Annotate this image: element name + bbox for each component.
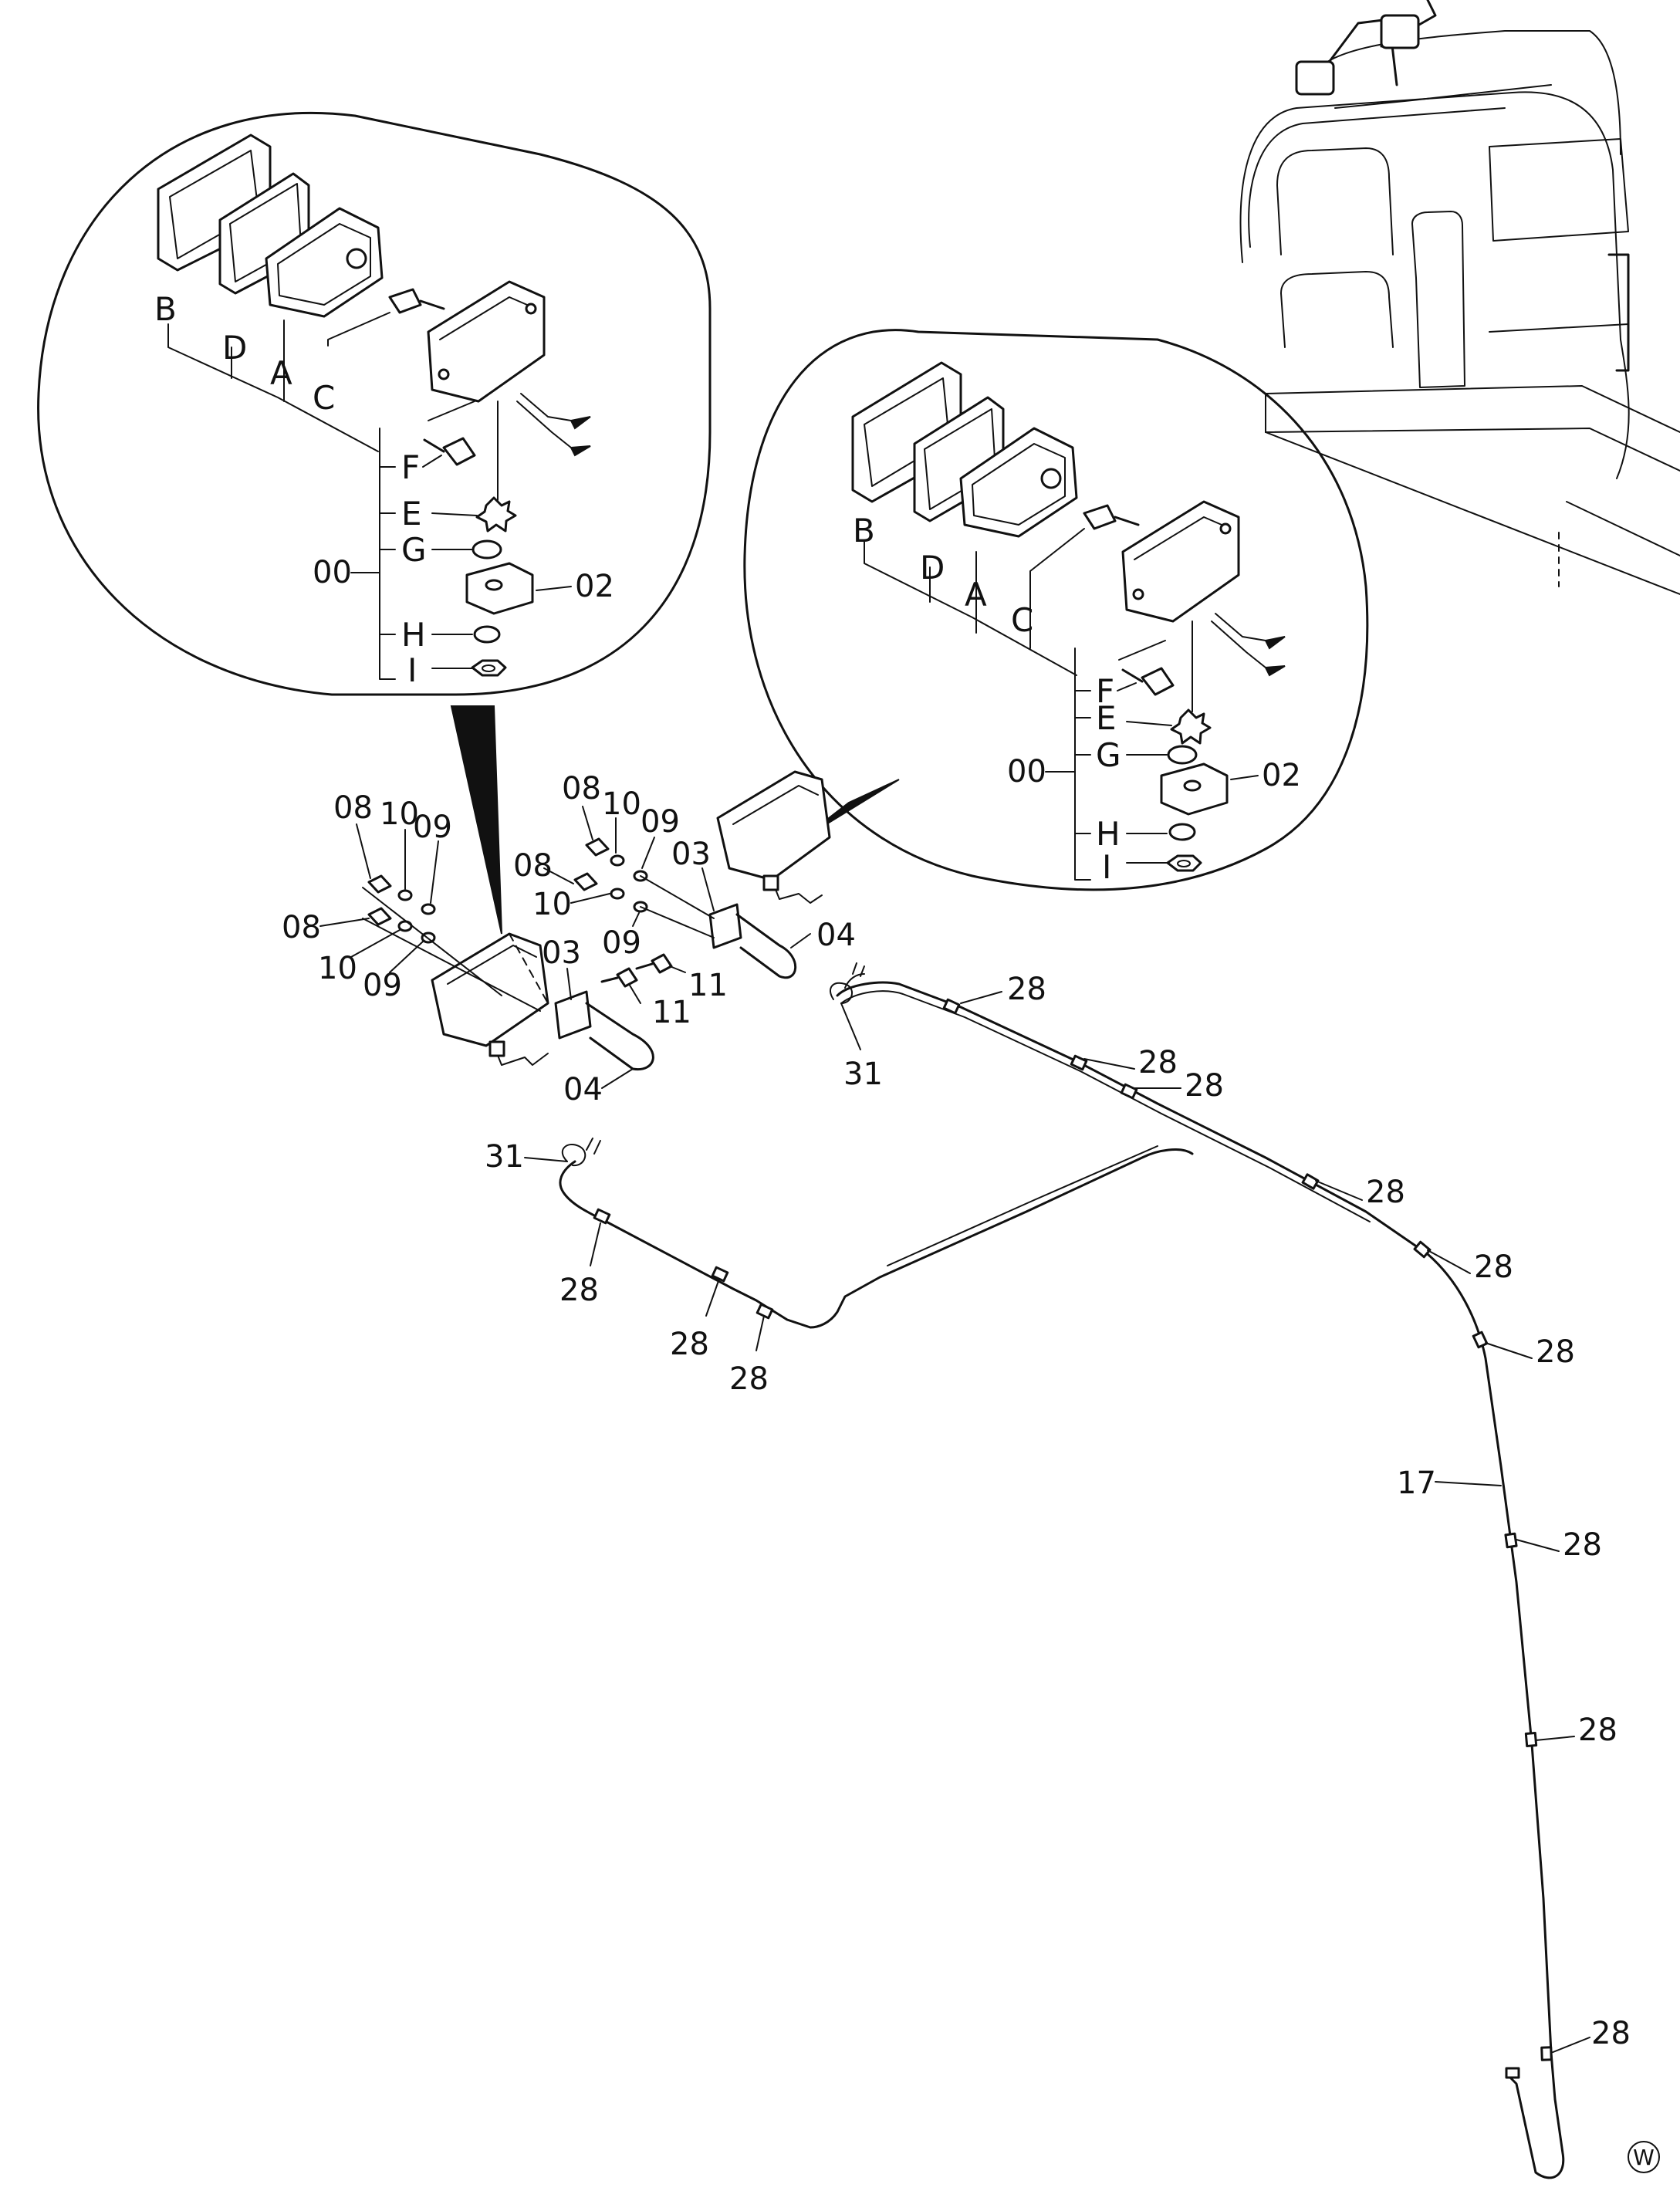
label-28: 28 bbox=[1366, 1175, 1405, 1210]
label-28: 28 bbox=[1536, 1334, 1575, 1370]
label-17: 17 bbox=[1397, 1466, 1436, 1501]
right-label-I: I bbox=[1102, 848, 1111, 886]
left-label-I: I bbox=[407, 651, 417, 689]
label-31: 31 bbox=[485, 1139, 524, 1175]
view-mark-letter: W bbox=[1633, 2145, 1655, 2170]
label-28: 28 bbox=[1591, 2016, 1631, 2051]
left-label-B: B bbox=[154, 290, 177, 328]
label-28: 28 bbox=[729, 1361, 769, 1397]
label-28: 28 bbox=[1007, 972, 1046, 1007]
lamp-housing bbox=[427, 280, 546, 403]
label-03: 03 bbox=[542, 935, 581, 971]
flat-washer bbox=[472, 539, 502, 560]
label-28: 28 bbox=[1578, 1713, 1617, 1748]
lamp-bulb bbox=[388, 288, 422, 314]
wiring-harness bbox=[559, 962, 1565, 2179]
work-lamp-right bbox=[573, 770, 831, 979]
label-10: 10 bbox=[532, 887, 572, 922]
label-28: 28 bbox=[1563, 1527, 1602, 1563]
label-08: 08 bbox=[282, 910, 321, 945]
left-label-D: D bbox=[222, 329, 247, 367]
label-04: 04 bbox=[816, 918, 856, 953]
part-labels: 08 10 09 08 10 09 03 11 04 08 10 09 08 1… bbox=[282, 771, 1631, 2054]
left-label-E: E bbox=[401, 495, 422, 533]
label-09: 09 bbox=[413, 810, 452, 845]
right-label-D: D bbox=[920, 549, 945, 587]
right-label-G: G bbox=[1096, 736, 1121, 774]
right-label-H: H bbox=[1096, 815, 1121, 853]
right-label-A: A bbox=[965, 576, 987, 614]
cab-illustration bbox=[1239, 0, 1680, 595]
star-washer bbox=[475, 496, 517, 533]
label-09: 09 bbox=[602, 925, 641, 961]
detail-bubble-right: B D A C F E G H I 00 02 bbox=[743, 329, 1369, 891]
label-28: 28 bbox=[1474, 1249, 1513, 1285]
nut bbox=[471, 659, 507, 677]
label-10: 10 bbox=[318, 951, 357, 986]
label-11: 11 bbox=[652, 995, 691, 1030]
right-label-C: C bbox=[1011, 601, 1033, 639]
u-bolt bbox=[585, 1002, 654, 1071]
label-08: 08 bbox=[333, 790, 373, 826]
right-label-E: E bbox=[1096, 699, 1117, 737]
lamp-lens bbox=[265, 207, 384, 318]
label-04: 04 bbox=[563, 1072, 603, 1107]
label-11: 11 bbox=[688, 968, 728, 1003]
label-08: 08 bbox=[513, 848, 553, 884]
label-28: 28 bbox=[670, 1327, 709, 1362]
label-10: 10 bbox=[380, 796, 419, 832]
detail-bubble-left: B D A C F E G H I 00 02 bbox=[37, 111, 712, 935]
lamp-bracket bbox=[554, 990, 592, 1040]
left-label-00: 00 bbox=[313, 555, 352, 590]
left-label-02: 02 bbox=[575, 569, 614, 604]
left-label-F: F bbox=[401, 448, 420, 486]
right-label-B: B bbox=[853, 512, 875, 549]
left-label-A: A bbox=[270, 354, 292, 392]
right-label-F: F bbox=[1096, 672, 1114, 710]
spring-washer bbox=[473, 625, 501, 644]
label-28: 28 bbox=[559, 1273, 599, 1308]
work-lamp-left bbox=[362, 874, 654, 1071]
label-09: 09 bbox=[363, 968, 402, 1003]
left-label-G: G bbox=[401, 531, 427, 569]
view-mark: W bbox=[1628, 2141, 1660, 2173]
label-28: 28 bbox=[1138, 1045, 1178, 1080]
label-10: 10 bbox=[602, 786, 641, 822]
screw bbox=[442, 437, 476, 466]
label-03: 03 bbox=[671, 837, 711, 872]
label-31: 31 bbox=[843, 1057, 883, 1092]
right-label-00: 00 bbox=[1007, 754, 1046, 790]
label-08: 08 bbox=[562, 771, 601, 806]
label-28: 28 bbox=[1185, 1068, 1224, 1104]
label-09: 09 bbox=[641, 804, 680, 840]
left-label-C: C bbox=[313, 379, 335, 417]
right-label-02: 02 bbox=[1262, 758, 1301, 793]
callout-pointer-left bbox=[450, 705, 502, 935]
left-label-H: H bbox=[401, 616, 426, 654]
